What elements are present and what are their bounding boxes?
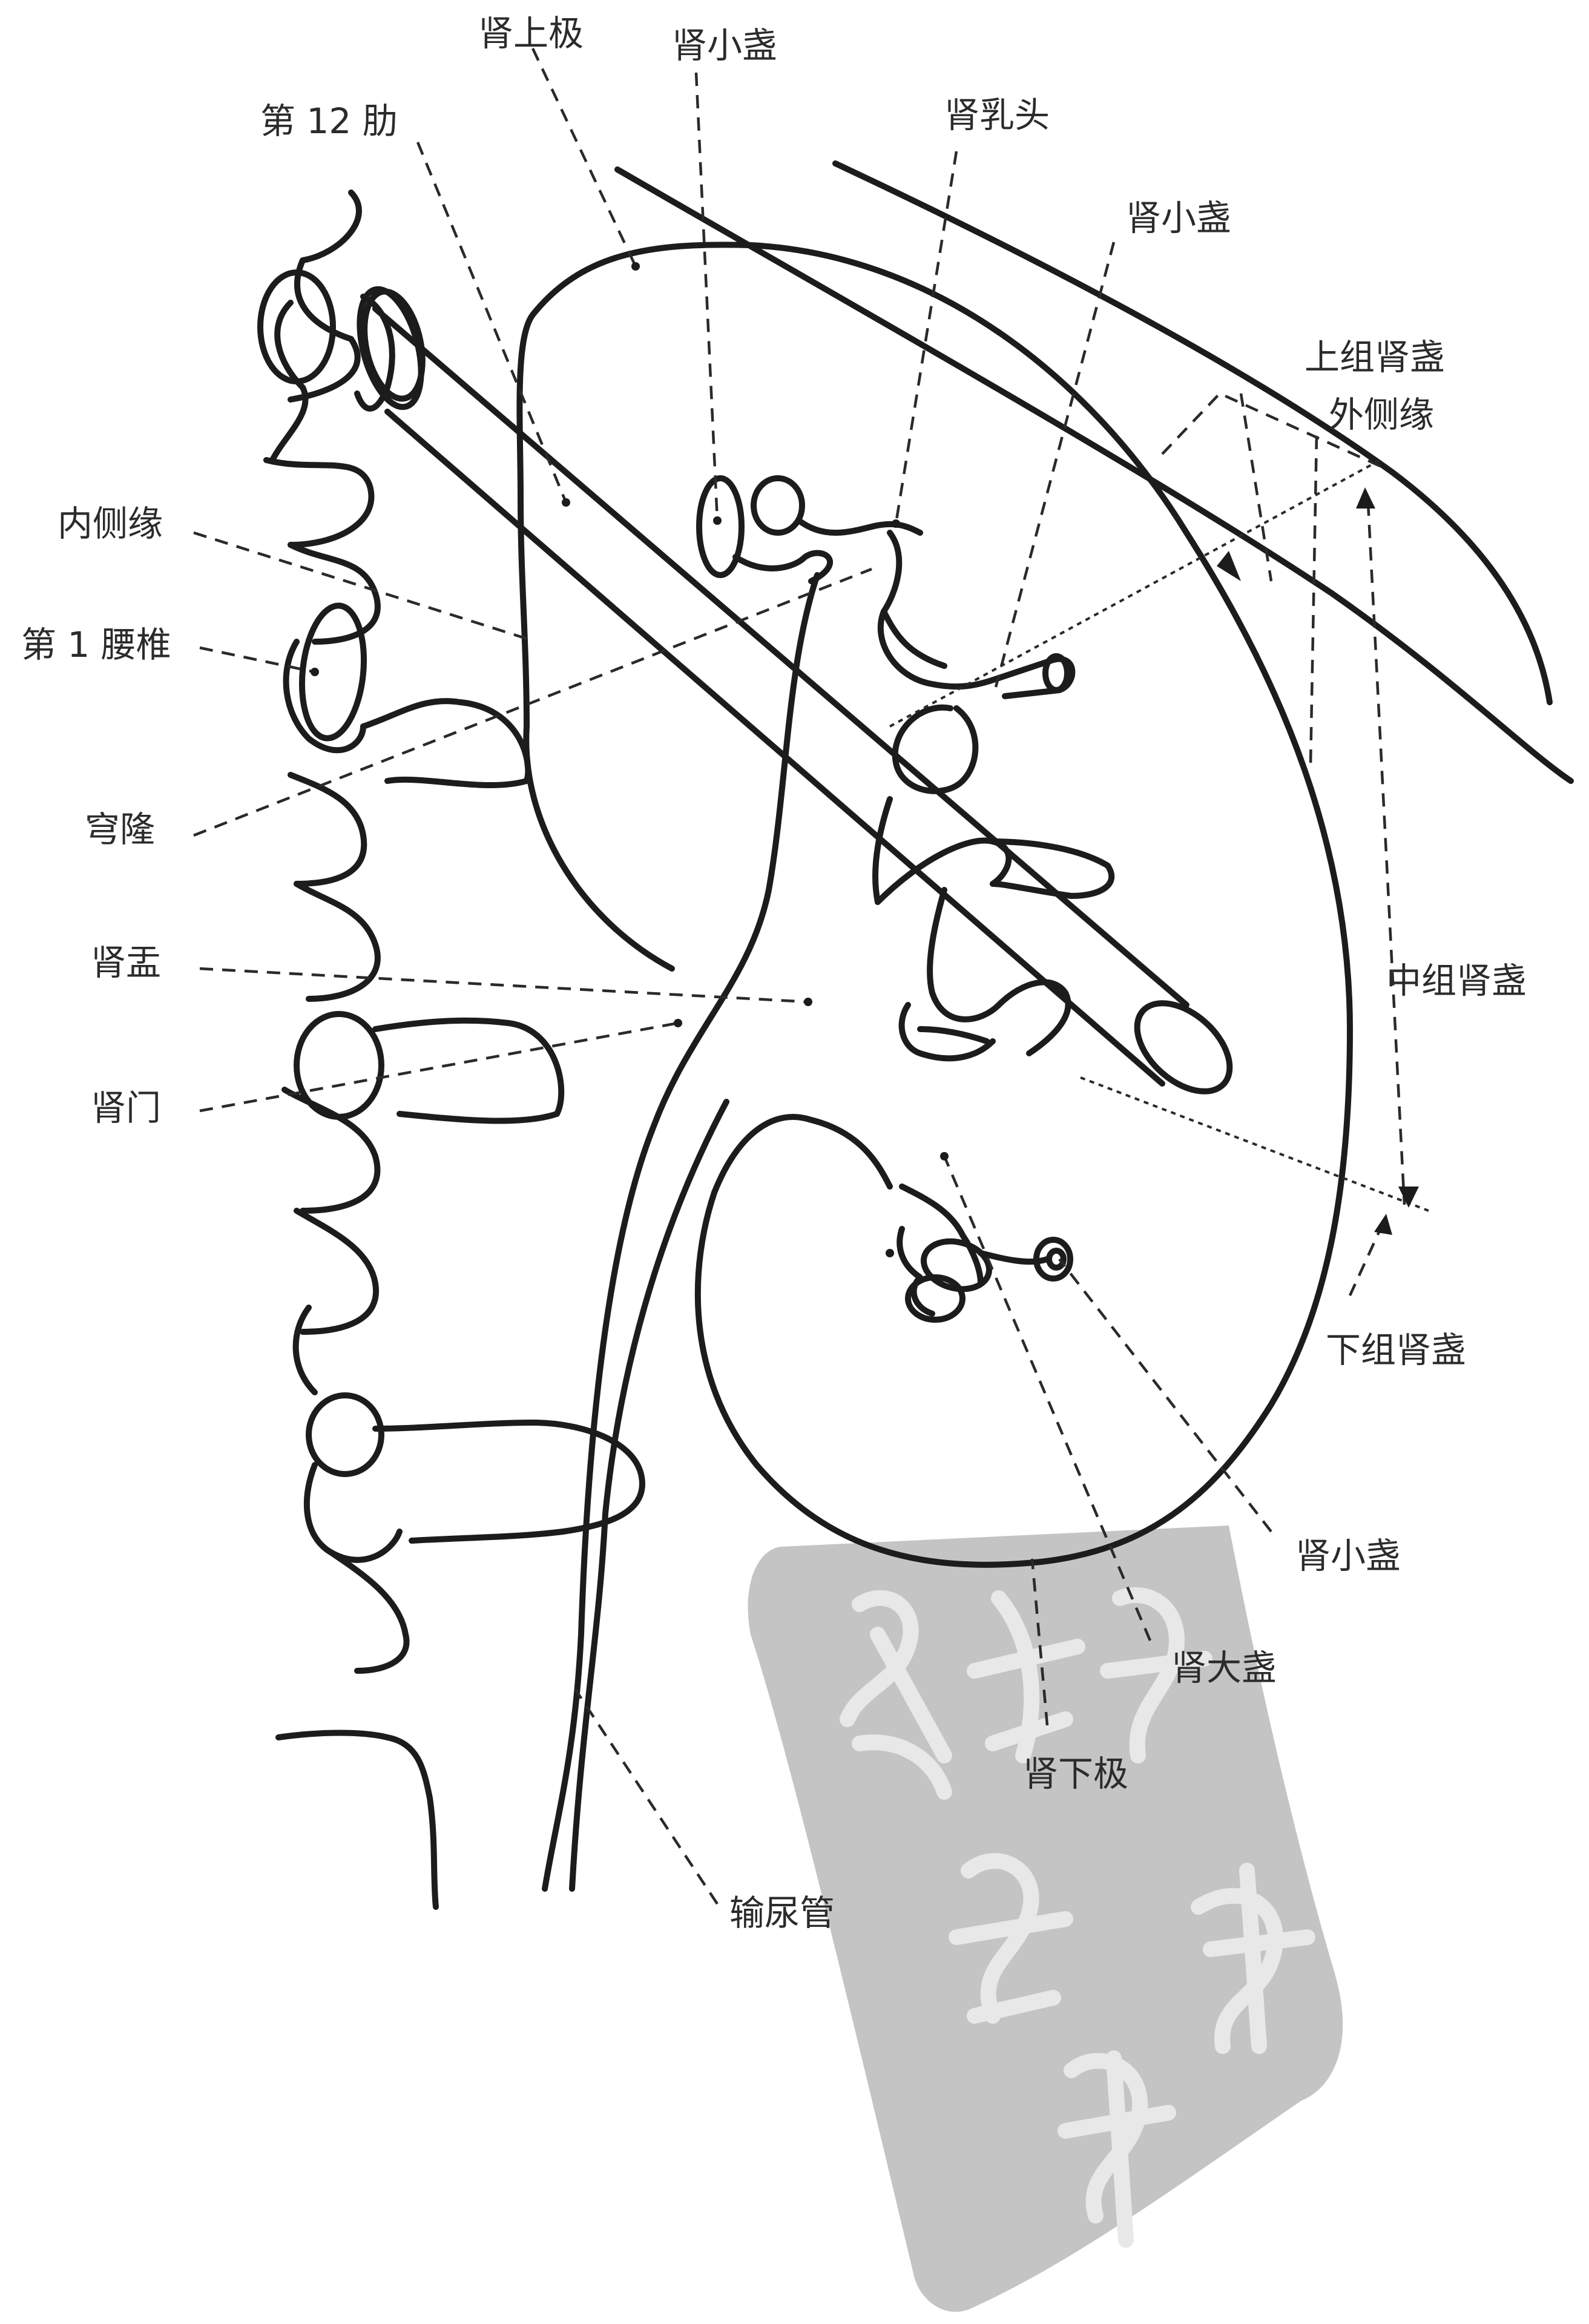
label-ureter: 输尿管: [729, 1892, 835, 1934]
label-lower-pole: 肾下极: [1023, 1753, 1128, 1794]
upper-ribs: [617, 163, 1571, 781]
leader-lateral-border: [1311, 436, 1317, 766]
leader-minor-calyx-bottom: [1059, 1259, 1271, 1532]
label-lower-calyces: 下组肾盏: [1326, 1329, 1466, 1371]
label-lumbar-1: 第 1 腰椎: [21, 624, 171, 665]
leader-lumbar-1: [200, 648, 315, 672]
leader-dots: [311, 262, 949, 1257]
leader-upper-pole: [533, 48, 636, 266]
label-minor-calyx-bottom: 肾小盏: [1295, 1535, 1401, 1576]
label-renal-hilum: 肾门: [91, 1087, 161, 1128]
label-minor-calyx-right: 肾小盏: [1126, 197, 1231, 239]
label-renal-pelvis: 肾盂: [91, 942, 161, 983]
label-upper-calyces: 上组肾盏: [1304, 337, 1445, 378]
label-middle-calyces: 中组肾盏: [1386, 960, 1527, 1001]
label-medial-border: 内侧缘: [58, 503, 163, 544]
leader-minor-calyx-top: [696, 73, 717, 521]
leader-minor-calyx-right: [996, 242, 1114, 687]
label-convexity: 穹隆: [85, 809, 155, 850]
label-renal-papilla: 肾乳头: [944, 94, 1050, 136]
label-minor-calyx-top: 肾小盏: [672, 25, 777, 66]
arrow-upper-calyces: [1217, 551, 1241, 581]
seal-stamp: [748, 1526, 1343, 2312]
rib-12: [349, 283, 1246, 1108]
leader-renal-pelvis: [200, 969, 808, 1002]
arrow-lower-calyces: [1374, 1214, 1392, 1235]
vertebral-column: [260, 193, 642, 1907]
leader-rib-12: [418, 142, 566, 502]
kidney-outline: [519, 245, 1350, 1565]
label-upper-pole: 肾上极: [478, 13, 584, 54]
arrow-down: [1398, 1187, 1419, 1208]
leader-ureter: [575, 1689, 717, 1904]
leader-upper-calyces: [1241, 393, 1271, 581]
label-rib-12: 第 12 肋: [260, 100, 398, 142]
leader-renal-hilum: [200, 1023, 678, 1111]
arrow-up: [1356, 487, 1375, 509]
label-lateral-border: 外侧缘: [1329, 394, 1434, 435]
label-major-calyx: 肾大盏: [1171, 1647, 1277, 1688]
